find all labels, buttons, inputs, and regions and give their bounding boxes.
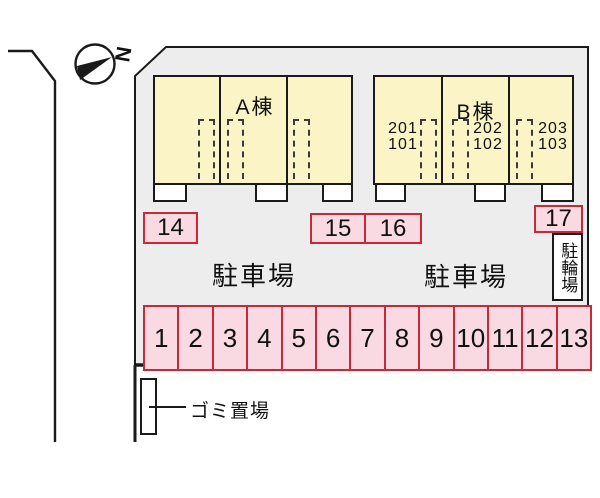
parking-spot-16: 16 xyxy=(364,213,422,244)
entrance-door-icon xyxy=(227,119,244,179)
room-numbers-unit3: 203 103 xyxy=(533,121,573,153)
garbage-leader-line xyxy=(149,406,186,408)
room-number: 202 xyxy=(473,120,503,137)
building-a-unit-divider xyxy=(219,77,221,183)
parking-spot-3: 3 xyxy=(211,305,249,371)
parking-spot-7: 7 xyxy=(349,305,386,371)
building-b-label: B棟 xyxy=(456,101,496,124)
entrance-porch xyxy=(375,183,406,202)
compass-arrow-icon xyxy=(77,57,112,80)
room-numbers-unit1: 201 101 xyxy=(383,121,423,153)
entrance-porch xyxy=(541,183,574,202)
parking-spot-17: 17 xyxy=(534,205,583,233)
building-a-unit-divider xyxy=(286,77,288,183)
compass-north-label: N xyxy=(109,44,136,64)
parking-spot-15: 15 xyxy=(310,213,366,244)
parking-spot-4: 4 xyxy=(246,305,283,371)
entrance-door-icon xyxy=(452,119,469,179)
parking-spot-2: 2 xyxy=(177,305,214,371)
entrance-porch xyxy=(153,183,187,202)
parking-spot-5: 5 xyxy=(280,305,317,371)
room-number: 201 xyxy=(388,120,418,137)
entrance-door-icon xyxy=(516,119,533,179)
parking-spot-13: 13 xyxy=(555,305,593,371)
entrance-door-icon xyxy=(420,119,437,179)
building-a: A棟 xyxy=(153,75,353,185)
parking-spot-10: 10 xyxy=(452,305,489,371)
room-number: 203 xyxy=(538,120,568,137)
room-numbers-unit2: 202 102 xyxy=(468,121,508,153)
entrance-door-icon xyxy=(293,119,310,179)
building-a-label: A棟 xyxy=(235,96,275,119)
road-boundary-line xyxy=(8,49,57,442)
bicycle-parking-label: 駐輪場 xyxy=(558,241,578,293)
garbage-area-label: ゴミ置場 xyxy=(190,401,271,422)
building-b-unit-divider xyxy=(441,77,443,183)
building-b-unit-divider xyxy=(508,77,510,183)
parking-area-label-left: 駐車場 xyxy=(212,261,297,291)
parking-spot-6: 6 xyxy=(314,305,352,371)
entrance-porch xyxy=(474,183,506,202)
parking-spot-12: 12 xyxy=(521,305,558,371)
entrance-door-icon xyxy=(198,119,215,179)
entrance-porch xyxy=(255,183,288,202)
entrance-porch xyxy=(322,183,353,202)
bicycle-parking-box: 駐輪場 xyxy=(552,233,583,301)
room-number: 101 xyxy=(388,136,418,153)
room-number: 102 xyxy=(473,136,503,153)
building-b: B棟 201 101 202 102 203 103 xyxy=(373,75,574,185)
parking-spot-14: 14 xyxy=(143,212,198,244)
parking-spot-9: 9 xyxy=(418,305,455,371)
room-number: 103 xyxy=(538,136,568,153)
parking-spot-8: 8 xyxy=(383,305,421,371)
parking-spot-1: 1 xyxy=(143,305,180,371)
parking-area-label-right: 駐車場 xyxy=(424,262,509,292)
parking-row: 1 2 3 4 5 6 7 8 9 10 11 12 13 xyxy=(143,305,593,371)
parking-spot-11: 11 xyxy=(486,305,524,371)
